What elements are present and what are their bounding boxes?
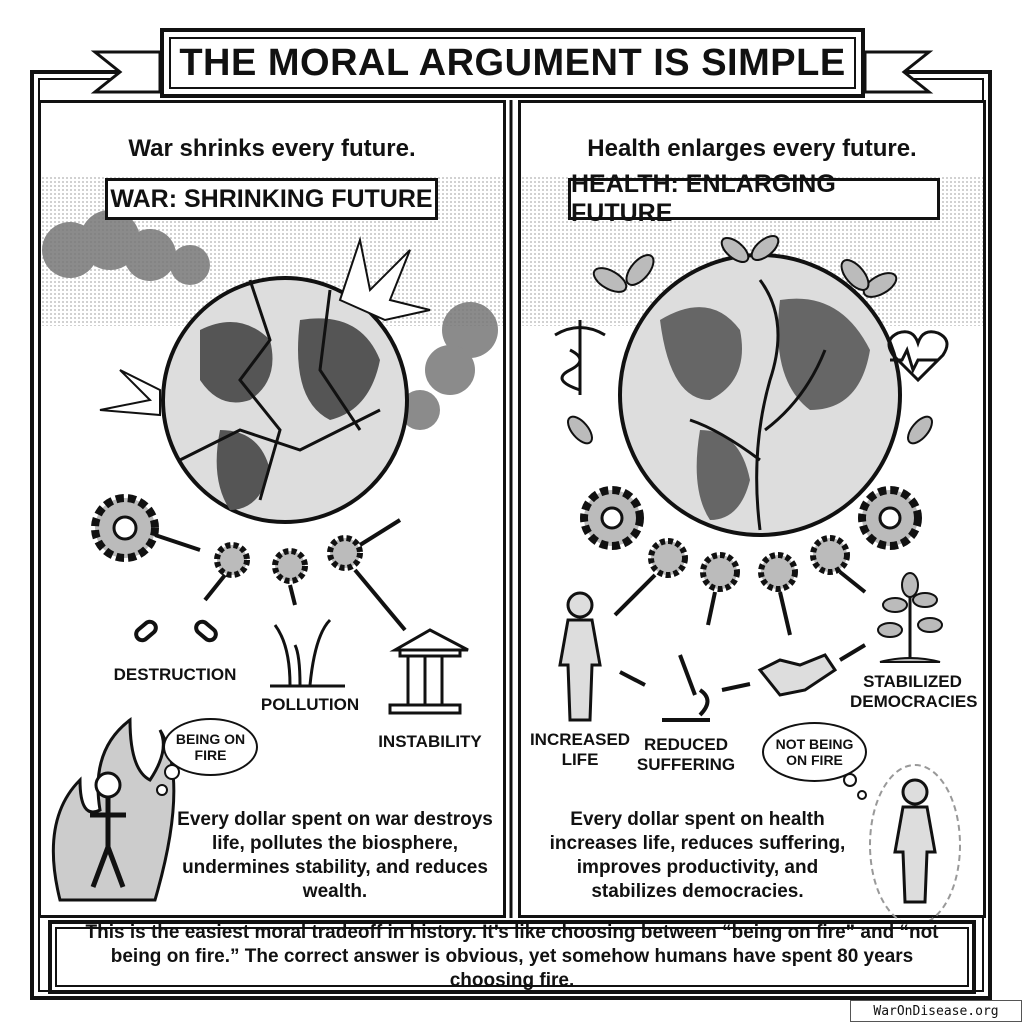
growing-tree-icon: [877, 572, 943, 663]
conclusion-box: This is the easiest moral tradeoff in hi…: [48, 920, 976, 994]
conclusion-text: This is the easiest moral tradeoff in hi…: [55, 922, 969, 991]
outcome-reduced-suffering: REDUCED SUFFERING: [636, 735, 736, 774]
thought-bubble-fire: BEING ON FIRE: [163, 718, 258, 776]
outcome-increased-life: INCREASED LIFE: [529, 730, 631, 769]
watermark: WarOnDisease.org: [850, 1000, 1022, 1022]
thought-bubble-not-fire: NOT BEING ON FIRE: [762, 722, 867, 782]
leaves-icon: [567, 235, 933, 445]
health-arrows: [613, 570, 867, 692]
banner-ribbon-right: [863, 50, 934, 94]
war-gear-chain: [91, 494, 363, 584]
title-banner: THE MORAL ARGUMENT IS SIMPLE: [160, 28, 865, 98]
outcome-destruction: DESTRUCTION: [113, 665, 237, 684]
war-paragraph: Every dollar spent on war destroys life,…: [177, 809, 493, 902]
microscope-icon: [662, 654, 710, 722]
wilted-plants-icon: [270, 618, 345, 688]
health-label: HEALTH: ENLARGING FUTURE: [568, 170, 940, 227]
outcome-stabilized-democracies: STABILIZED DEMOCRACIES: [850, 672, 978, 711]
war-arrows: [154, 518, 407, 632]
health-subtitle: Health enlarges every future.: [587, 135, 917, 162]
health-gear-chain: [580, 486, 922, 592]
burning-person-icon: [51, 716, 176, 902]
banner-ribbon-left: [90, 50, 162, 94]
war-label: WAR: SHRINKING FUTURE: [105, 178, 438, 220]
smoke-clouds-icon: [42, 210, 498, 430]
outcome-pollution: POLLUTION: [260, 695, 360, 714]
person-icon: [558, 591, 602, 722]
cracked-globe-icon: [99, 236, 431, 524]
crumbling-building-icon: [388, 628, 469, 715]
outcome-instability: INSTABILITY: [378, 732, 482, 751]
healthy-globe-icon: [618, 253, 902, 537]
handshake-icon: [757, 653, 838, 697]
caduceus-icon: [554, 320, 606, 395]
health-paragraph: Every dollar spent on health increases l…: [549, 809, 846, 902]
page-title: THE MORAL ARGUMENT IS SIMPLE: [169, 37, 856, 89]
broken-chain-icon: [134, 619, 218, 643]
glowing-person-icon: [869, 764, 961, 926]
war-subtitle: War shrinks every future.: [128, 135, 416, 162]
heartbeat-icon: [887, 330, 949, 383]
